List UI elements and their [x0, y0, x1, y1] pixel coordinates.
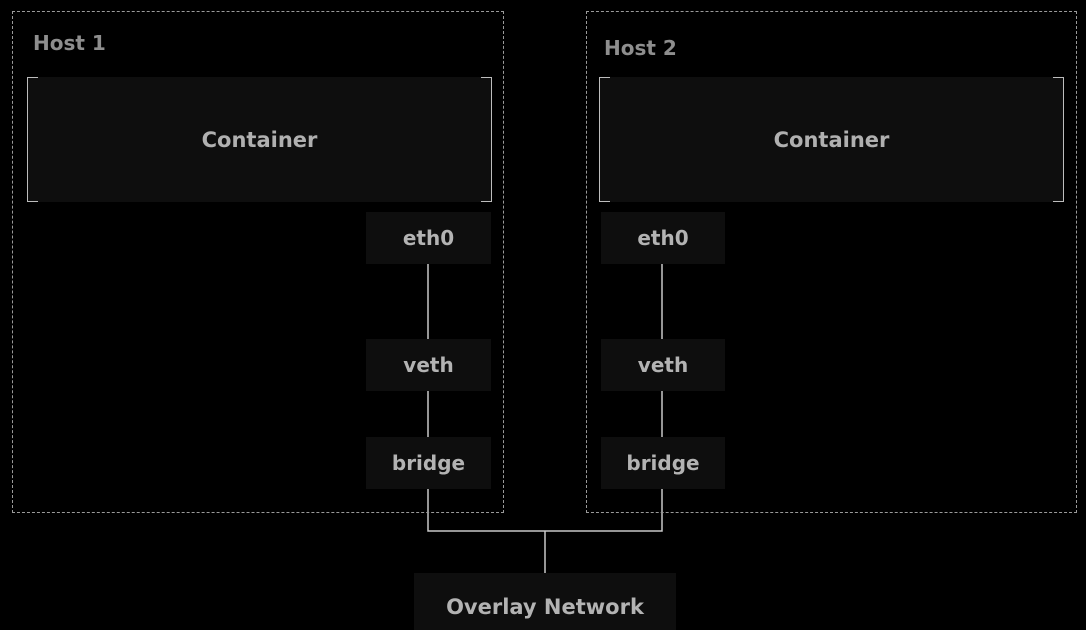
eth0-label-host-2: eth0	[637, 226, 689, 250]
eth0-node-host-1: eth0	[366, 212, 491, 264]
bridge-node-host-1: bridge	[366, 437, 491, 489]
bridge-label-host-2: bridge	[626, 451, 700, 475]
bridge-label-host-1: bridge	[391, 451, 466, 475]
host-1-boundary	[12, 11, 504, 513]
container-host-2-label: Container	[773, 127, 890, 152]
veth-label-host-2: veth	[637, 353, 689, 377]
eth0-label-host-1: eth0	[402, 226, 455, 250]
veth-node-host-2: veth	[601, 339, 725, 391]
veth-label-host-1: veth	[403, 353, 454, 377]
veth-node-host-1: veth	[366, 339, 491, 391]
container-host-2: Container	[599, 77, 1064, 202]
eth0-node-host-2: eth0	[601, 212, 725, 264]
overlay-network-node: Overlay Network	[414, 573, 676, 630]
host-2-label: Host 2	[604, 36, 677, 60]
host-1-label: Host 1	[33, 31, 106, 55]
overlay-network-label: Overlay Network	[446, 595, 644, 619]
bridge-node-host-2: bridge	[601, 437, 725, 489]
container-host-1: Container	[27, 77, 492, 202]
container-host-1-label: Container	[201, 127, 318, 152]
host-2-boundary	[586, 11, 1077, 513]
